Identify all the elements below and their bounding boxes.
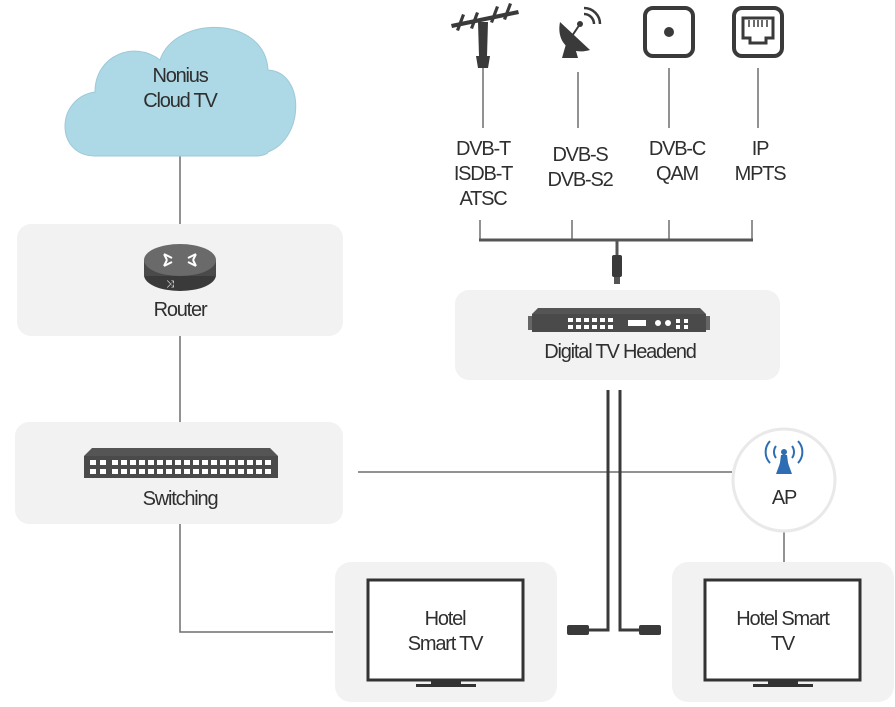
tv-right-label: Hotel Smart TV <box>736 608 830 655</box>
wifi-ap-icon <box>764 440 804 474</box>
source-label-ip: IP MPTS <box>734 138 787 185</box>
router-label: Router <box>153 299 208 321</box>
headend-icon <box>528 308 710 332</box>
headend-tv-cables <box>588 390 640 632</box>
switch-icon <box>84 448 278 478</box>
ap-circle <box>731 427 837 533</box>
coax-plug-top <box>612 255 622 284</box>
hdmi-plug-right <box>639 625 661 635</box>
coax-outlet-icon <box>643 6 695 58</box>
ap-label: AP <box>771 487 797 509</box>
source-label-satellite: DVB-S DVB-S2 <box>547 144 613 191</box>
tv-right-icon <box>703 578 862 687</box>
switch-tv-link <box>179 524 333 633</box>
headend-box <box>455 290 780 380</box>
headend-label: Digital TV Headend <box>544 341 697 363</box>
hdmi-plug-left <box>567 625 589 635</box>
tv-left-icon <box>366 578 525 687</box>
tv-left-label: Hotel Smart TV <box>407 608 484 655</box>
satellite-dish-icon <box>559 6 602 58</box>
svg-text:⤨: ⤨ <box>166 279 174 290</box>
router-icon: ⤨ <box>144 244 216 291</box>
source-bus <box>479 238 753 255</box>
switching-label: Switching <box>142 488 219 510</box>
source-label-terrestrial: DVB-T ISDB-T ATSC <box>453 138 514 210</box>
cloud-shape <box>64 27 297 157</box>
cloud-label: Nonius Cloud TV <box>143 65 218 112</box>
ethernet-port-icon <box>732 6 784 58</box>
source-label-cable: DVB-C QAM <box>648 138 706 185</box>
connectors <box>179 68 785 633</box>
antenna-icon <box>451 3 519 68</box>
